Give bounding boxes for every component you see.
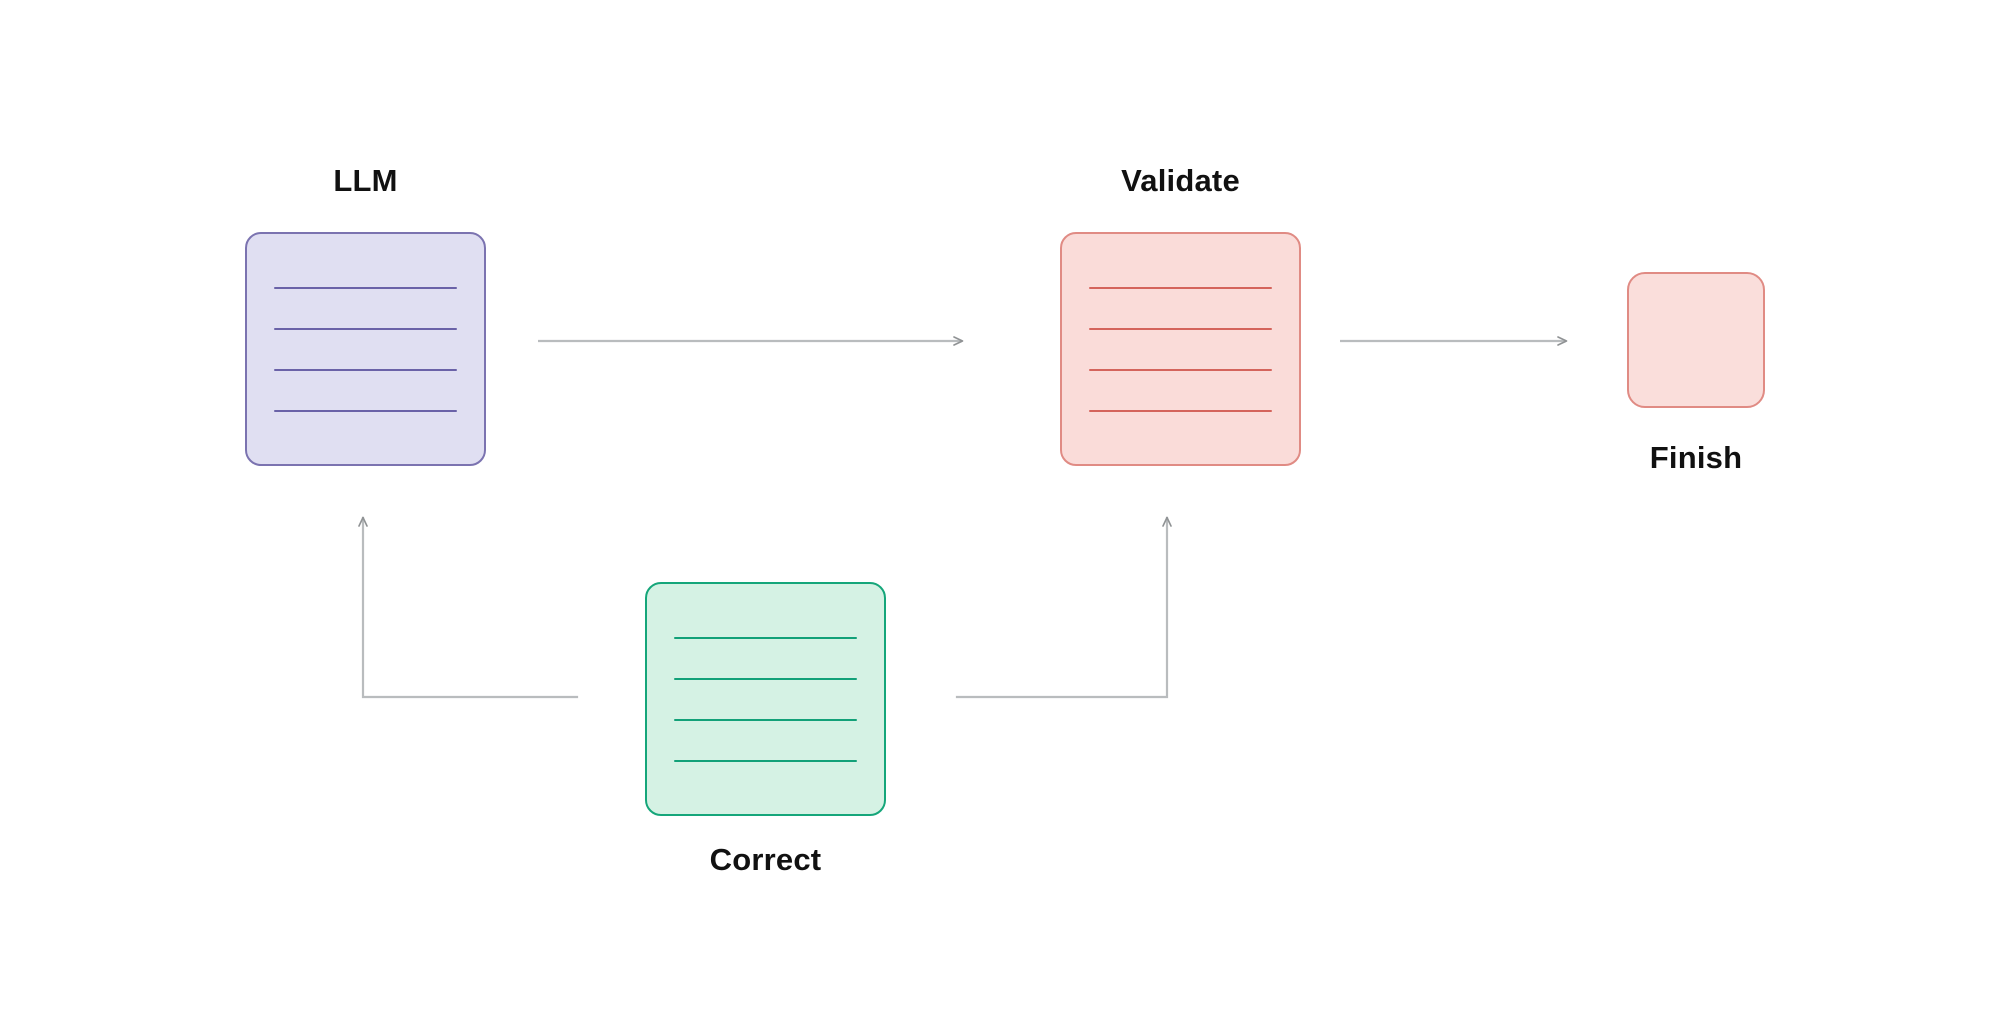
node-llm-content — [247, 234, 484, 464]
document-line-icon — [274, 327, 457, 330]
node-label-llm: LLM — [333, 163, 398, 198]
document-line-icon — [1089, 286, 1272, 289]
node-label-correct: Correct — [709, 842, 822, 877]
node-llm[interactable] — [245, 232, 486, 466]
document-line-icon — [1089, 368, 1272, 371]
document-line-icon — [1089, 409, 1272, 412]
node-label-finish: Finish — [1649, 440, 1743, 475]
document-line-icon — [274, 286, 457, 289]
document-line-icon — [674, 636, 857, 639]
document-line-icon — [674, 759, 857, 762]
node-validate-content — [1062, 234, 1299, 464]
document-line-icon — [1089, 327, 1272, 330]
node-finish[interactable] — [1627, 272, 1765, 408]
edge-validate-to-correct — [955, 516, 1172, 699]
document-line-icon — [274, 409, 457, 412]
node-correct-content — [647, 584, 884, 814]
node-validate[interactable] — [1060, 232, 1301, 466]
edge-correct-to-llm — [358, 516, 579, 699]
document-line-icon — [674, 718, 857, 721]
document-line-icon — [274, 368, 457, 371]
node-label-validate: Validate — [1121, 163, 1240, 198]
document-line-icon — [674, 677, 857, 680]
node-correct[interactable] — [645, 582, 886, 816]
